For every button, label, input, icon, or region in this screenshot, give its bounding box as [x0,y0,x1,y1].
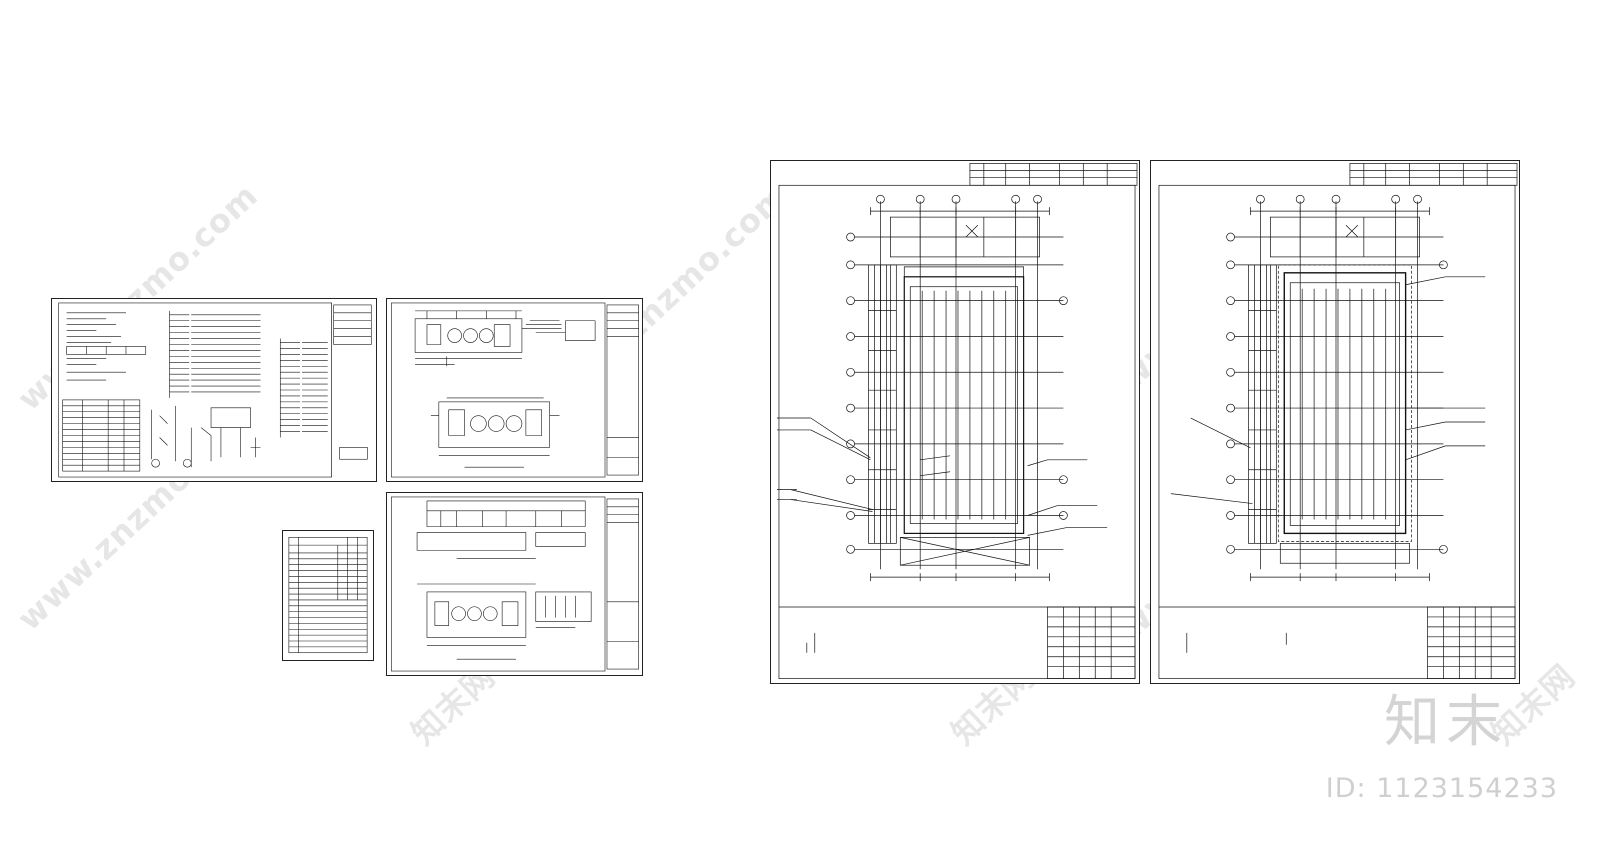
brand-logo-watermark: 知末 [1384,690,1508,755]
pool-plan-a-drawing [776,163,1138,679]
drawing-sheet-pool-plan-b [1150,160,1520,684]
drawing-sheet-equipment-table [282,530,374,661]
drawing-sheet-electrical-diagram [51,298,377,482]
equipment-table-drawing [288,537,368,654]
image-id-label: ID: 1123154233 [1325,773,1558,804]
equipment-plan-a-drawing [391,302,639,478]
drawing-sheet-pool-plan-a [770,160,1140,684]
pool-plan-b-drawing [1158,163,1518,679]
electrical-diagram-drawing [58,302,372,478]
drawing-sheet-equipment-plan-a [386,298,643,482]
equipment-plan-b-drawing [391,496,639,672]
drawing-sheet-equipment-plan-b [386,492,643,676]
